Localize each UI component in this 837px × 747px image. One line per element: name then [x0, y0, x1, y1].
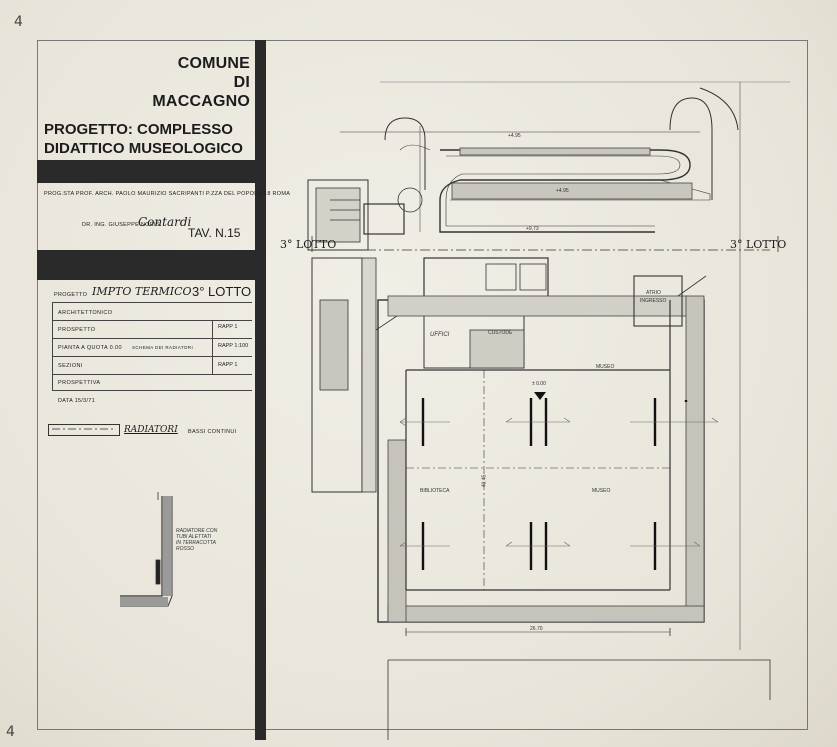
radiator-detail	[120, 492, 173, 607]
signature: Contardi	[138, 215, 192, 229]
sheet-number-bottom: 4	[6, 724, 15, 740]
row-pianta: PIANTA A QUOTA 0.00	[58, 345, 122, 351]
table-line-5	[52, 390, 252, 391]
stair-block	[307, 179, 423, 251]
radiators	[421, 398, 688, 570]
row-architettonico: ARCHITETTONICO	[58, 310, 113, 316]
engineer-line: DR. ING. GIUSEPPE NORIS	[82, 222, 160, 228]
frame-bottom	[37, 729, 808, 730]
table-left-border	[52, 302, 53, 390]
table-line-0	[52, 302, 252, 303]
table-rapp-border	[212, 320, 213, 374]
dim-ramp-2: +4.95	[556, 188, 569, 194]
table-line-3	[52, 356, 252, 357]
museum-hall	[377, 275, 707, 623]
progetto-label: PROGETTO	[54, 292, 88, 298]
tav-number: TAV. N.15	[188, 226, 241, 240]
legend-note: BASSI CONTINUI	[188, 429, 237, 435]
detail-note-1: RADIATORE CON	[176, 528, 218, 534]
biblioteca-label: BIBLIOTECA	[420, 488, 450, 494]
frame-top	[37, 40, 808, 41]
lotto-left: 3° LOTTO	[280, 238, 337, 251]
cartouche-vertical-band	[255, 40, 266, 740]
row-pianta-note: SCHEMA DEI RADIATORI	[132, 345, 194, 350]
frame-right	[807, 40, 808, 730]
impianto-termico: IMPTO TERMICO	[92, 285, 192, 298]
cartouche-band-2	[37, 250, 255, 280]
detail-note-3: IN TERRACOTTA	[176, 540, 216, 546]
sheet-number: 4	[14, 14, 23, 30]
museo-label: MUSEO	[592, 488, 611, 494]
detail-note-2: TUBI ALETTATI	[176, 534, 212, 540]
dim-mid-2: +9.73	[526, 226, 539, 232]
row-prospetto: PROSPETTO	[58, 327, 96, 333]
lotto-right: 3° LOTTO	[730, 238, 787, 251]
comune-line-2: DI MACCAGNO	[152, 74, 250, 110]
data-line: DATA 15/3/71	[58, 398, 96, 404]
dim-bottom: 26.70	[530, 626, 543, 632]
custode-label: CUSTODE	[488, 330, 513, 336]
comune-line-1: COMUNE	[177, 55, 250, 72]
table-line-4	[52, 374, 252, 375]
rapp-prospetto: RAPP 1	[218, 324, 238, 330]
uffici-label: UFFICI	[430, 332, 450, 338]
progetto-title: PROGETTO: COMPLESSO DIDATTICO MUSEOLOGIC…	[44, 120, 259, 158]
row-sezioni: SEZIONI	[58, 363, 83, 369]
detail-note-4: ROSSO	[176, 546, 195, 552]
ingresso-label: INGRESSO	[640, 298, 667, 304]
table-line-1	[52, 320, 252, 321]
legend-box	[48, 424, 120, 436]
table-line-2	[52, 338, 252, 339]
quota-label: ± 0.00	[532, 381, 546, 387]
ramps	[340, 87, 739, 233]
lotto-label: 3° LOTTO	[192, 284, 252, 299]
progetto-line-2: DIDATTICO MUSEOLOGICO	[44, 140, 243, 157]
cartouche-band-1	[37, 160, 255, 183]
atrio-label: ATRIO	[646, 290, 661, 296]
progettista-line: PROG.STA PROF. ARCH. PAOLO MAURIZIO SACR…	[44, 191, 291, 197]
museo-top-label: MUSEO	[596, 364, 615, 370]
row-prospettiva: PROSPETTIVA	[58, 380, 101, 386]
rapp-sezioni: RAPP 1	[218, 362, 238, 368]
rapp-pianta: RAPP 1:100	[218, 343, 249, 349]
comune-title: COMUNE DI MACCAGNO	[150, 54, 250, 111]
legend-radiatori: RADIATORI	[124, 425, 178, 435]
progetto-line-1: PROGETTO: COMPLESSO	[44, 121, 233, 138]
dim-mid: 40.45	[481, 474, 488, 488]
dim-ramp: +4.95	[508, 133, 521, 139]
frame-left	[37, 40, 38, 730]
left-corridor	[311, 257, 377, 493]
